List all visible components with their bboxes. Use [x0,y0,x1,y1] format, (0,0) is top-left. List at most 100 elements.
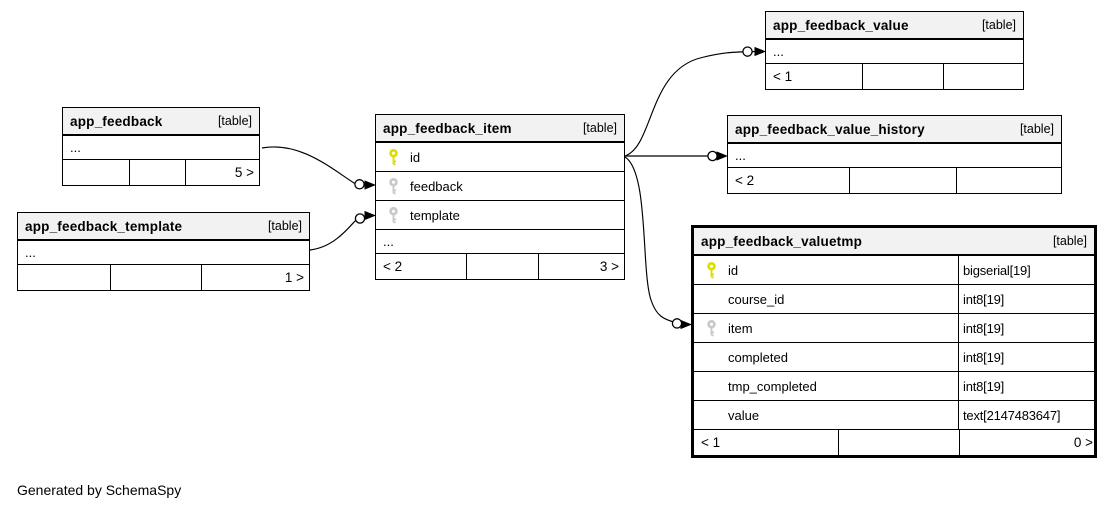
column-row-tmp_completed: tmp_completed int8[19] [694,372,1094,401]
column-name-cell: tmp_completed [694,372,958,400]
footer-cell-left: < 1 [773,69,793,84]
table-name[interactable]: app_feedback_valuetmp [701,233,863,249]
column-name-cell: completed [694,343,958,371]
table-node-app_feedback_value_history[interactable]: app_feedback_value_history [table]... < 2 [727,115,1062,194]
table-header: app_feedback_value_history [table] [728,116,1061,144]
footer-cell-right: 3 > [538,254,626,279]
column-row-item: item int8[19] [694,314,1094,343]
table-footer: 5 > [63,160,259,185]
table-type-badge: [table] [981,18,1016,32]
hidden-columns-ellipsis: ... [728,144,1061,168]
hidden-columns-ellipsis: ... [63,136,259,160]
hidden-columns-ellipsis: ... [376,230,624,254]
column-name-cell: id [694,256,958,284]
relationship-edge-line [624,156,683,325]
footer-cell-right [956,168,1063,193]
table-header: app_feedback_value [table] [766,12,1023,40]
relationship-circle-marker [707,150,718,162]
column-row-template: template [376,201,624,230]
table-node-app_feedback_valuetmp[interactable]: app_feedback_valuetmp [table] id bigserial[… [691,225,1097,458]
table-footer: < 2 3 > [376,254,624,279]
column-type: int8[19] [958,285,1094,313]
column-name: feedback [410,178,463,194]
primary-key-icon [389,148,398,165]
relationship-circle-marker [354,213,366,224]
column-row-feedback: feedback [376,172,624,201]
relationship-circle-marker [671,318,683,329]
column-row-id: id bigserial[19] [694,256,1094,285]
table-name[interactable]: app_feedback_value [773,17,909,33]
column-type: int8[19] [958,314,1094,342]
relationship-circle-marker [354,179,365,190]
table-name[interactable]: app_feedback_value_history [735,121,925,137]
table-footer: < 1 [766,64,1023,89]
column-name-cell: feedback [376,172,624,200]
table-node-app_feedback_value[interactable]: app_feedback_value [table]... < 1 [765,11,1024,90]
table-type-badge: [table] [217,114,252,128]
column-name-cell: item [694,314,958,342]
table-name[interactable]: app_feedback_template [25,218,183,234]
footer-cell-mid [466,254,538,279]
table-header: app_feedback_template [table] [18,213,309,241]
column-row-course_id: course_id int8[19] [694,285,1094,314]
schemaspy-credit: Generated by SchemaSpy [17,482,182,498]
primary-key-icon [707,261,716,278]
column-name-cell: id [376,143,624,171]
table-header: app_feedback [table] [63,108,259,136]
column-name-cell: template [376,201,624,229]
foreign-key-icon [389,206,398,223]
column-name: completed [728,349,788,365]
footer-cell-mid [110,265,201,290]
column-type: bigserial[19] [958,256,1094,284]
table-header: app_feedback_valuetmp [table] [694,228,1094,256]
hidden-columns-ellipsis: ... [766,40,1023,64]
foreign-key-icon [707,319,716,336]
relationship-edge-line [261,146,367,186]
table-header: app_feedback_item [table] [376,115,624,143]
table-type-badge: [table] [582,121,617,135]
table-type-badge: [table] [1019,122,1054,136]
table-node-app_feedback[interactable]: app_feedback [table]...5 > [62,107,260,186]
column-row-id: id [376,143,624,172]
column-name: item [728,320,753,336]
column-name: id [410,149,421,165]
column-name-cell: value [694,401,958,429]
footer-cell-right: 5 > [185,160,261,185]
footer-cell-mid [838,430,959,455]
footer-cell-left: < 2 [383,259,403,274]
foreign-key-icon [389,177,398,194]
footer-cell-mid [849,168,956,193]
column-type: int8[19] [958,343,1094,371]
table-name[interactable]: app_feedback_item [383,120,512,136]
hidden-columns-ellipsis: ... [18,241,309,265]
footer-cell-mid [862,64,943,89]
footer-cell-right [943,64,1025,89]
footer-cell-left [63,160,129,185]
column-name: id [728,262,739,278]
table-node-app_feedback_item[interactable]: app_feedback_item [table] id feedback templa… [375,114,625,280]
column-type: int8[19] [958,372,1094,400]
footer-cell-left: < 1 [701,435,721,450]
column-row-value: value text[2147483647] [694,401,1094,430]
footer-cell-right: 0 > [959,430,1100,455]
column-name: course_id [728,291,785,307]
column-name: tmp_completed [728,378,817,394]
table-type-badge: [table] [1052,234,1087,248]
column-type: text[2147483647] [958,401,1094,429]
column-row-completed: completed int8[19] [694,343,1094,372]
column-name: value [728,407,760,423]
table-footer: < 2 [728,168,1061,193]
table-name[interactable]: app_feedback [70,113,163,129]
table-node-app_feedback_template[interactable]: app_feedback_template [table]...1 > [17,212,310,291]
relationship-edge-line [309,215,367,251]
footer-cell-mid [129,160,185,185]
footer-cell-left [18,265,110,290]
footer-cell-left: < 2 [735,173,755,188]
table-type-badge: [table] [267,219,302,233]
footer-cell-right: 1 > [201,265,311,290]
column-name: template [410,207,460,223]
column-name-cell: course_id [694,285,958,313]
relationship-circle-marker [742,46,753,57]
